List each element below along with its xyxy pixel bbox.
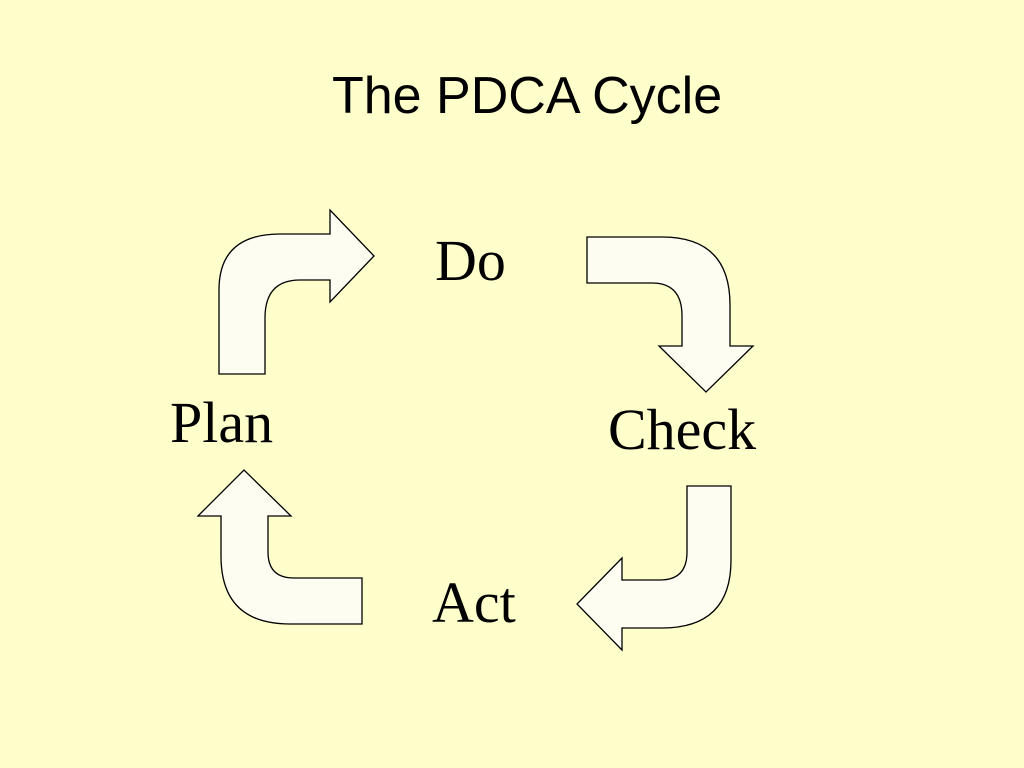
slide-title: The PDCA Cycle [332, 67, 723, 125]
arrow-plan-to-do [218, 208, 375, 375]
arrow-do-to-check [586, 236, 755, 393]
arrow-act-to-plan [196, 469, 363, 625]
step-label-do: Do [435, 228, 506, 293]
step-label-check: Check [608, 397, 757, 462]
step-label-act: Act [432, 570, 516, 635]
step-label-plan: Plan [170, 390, 274, 455]
arrow-check-to-act [576, 485, 732, 652]
